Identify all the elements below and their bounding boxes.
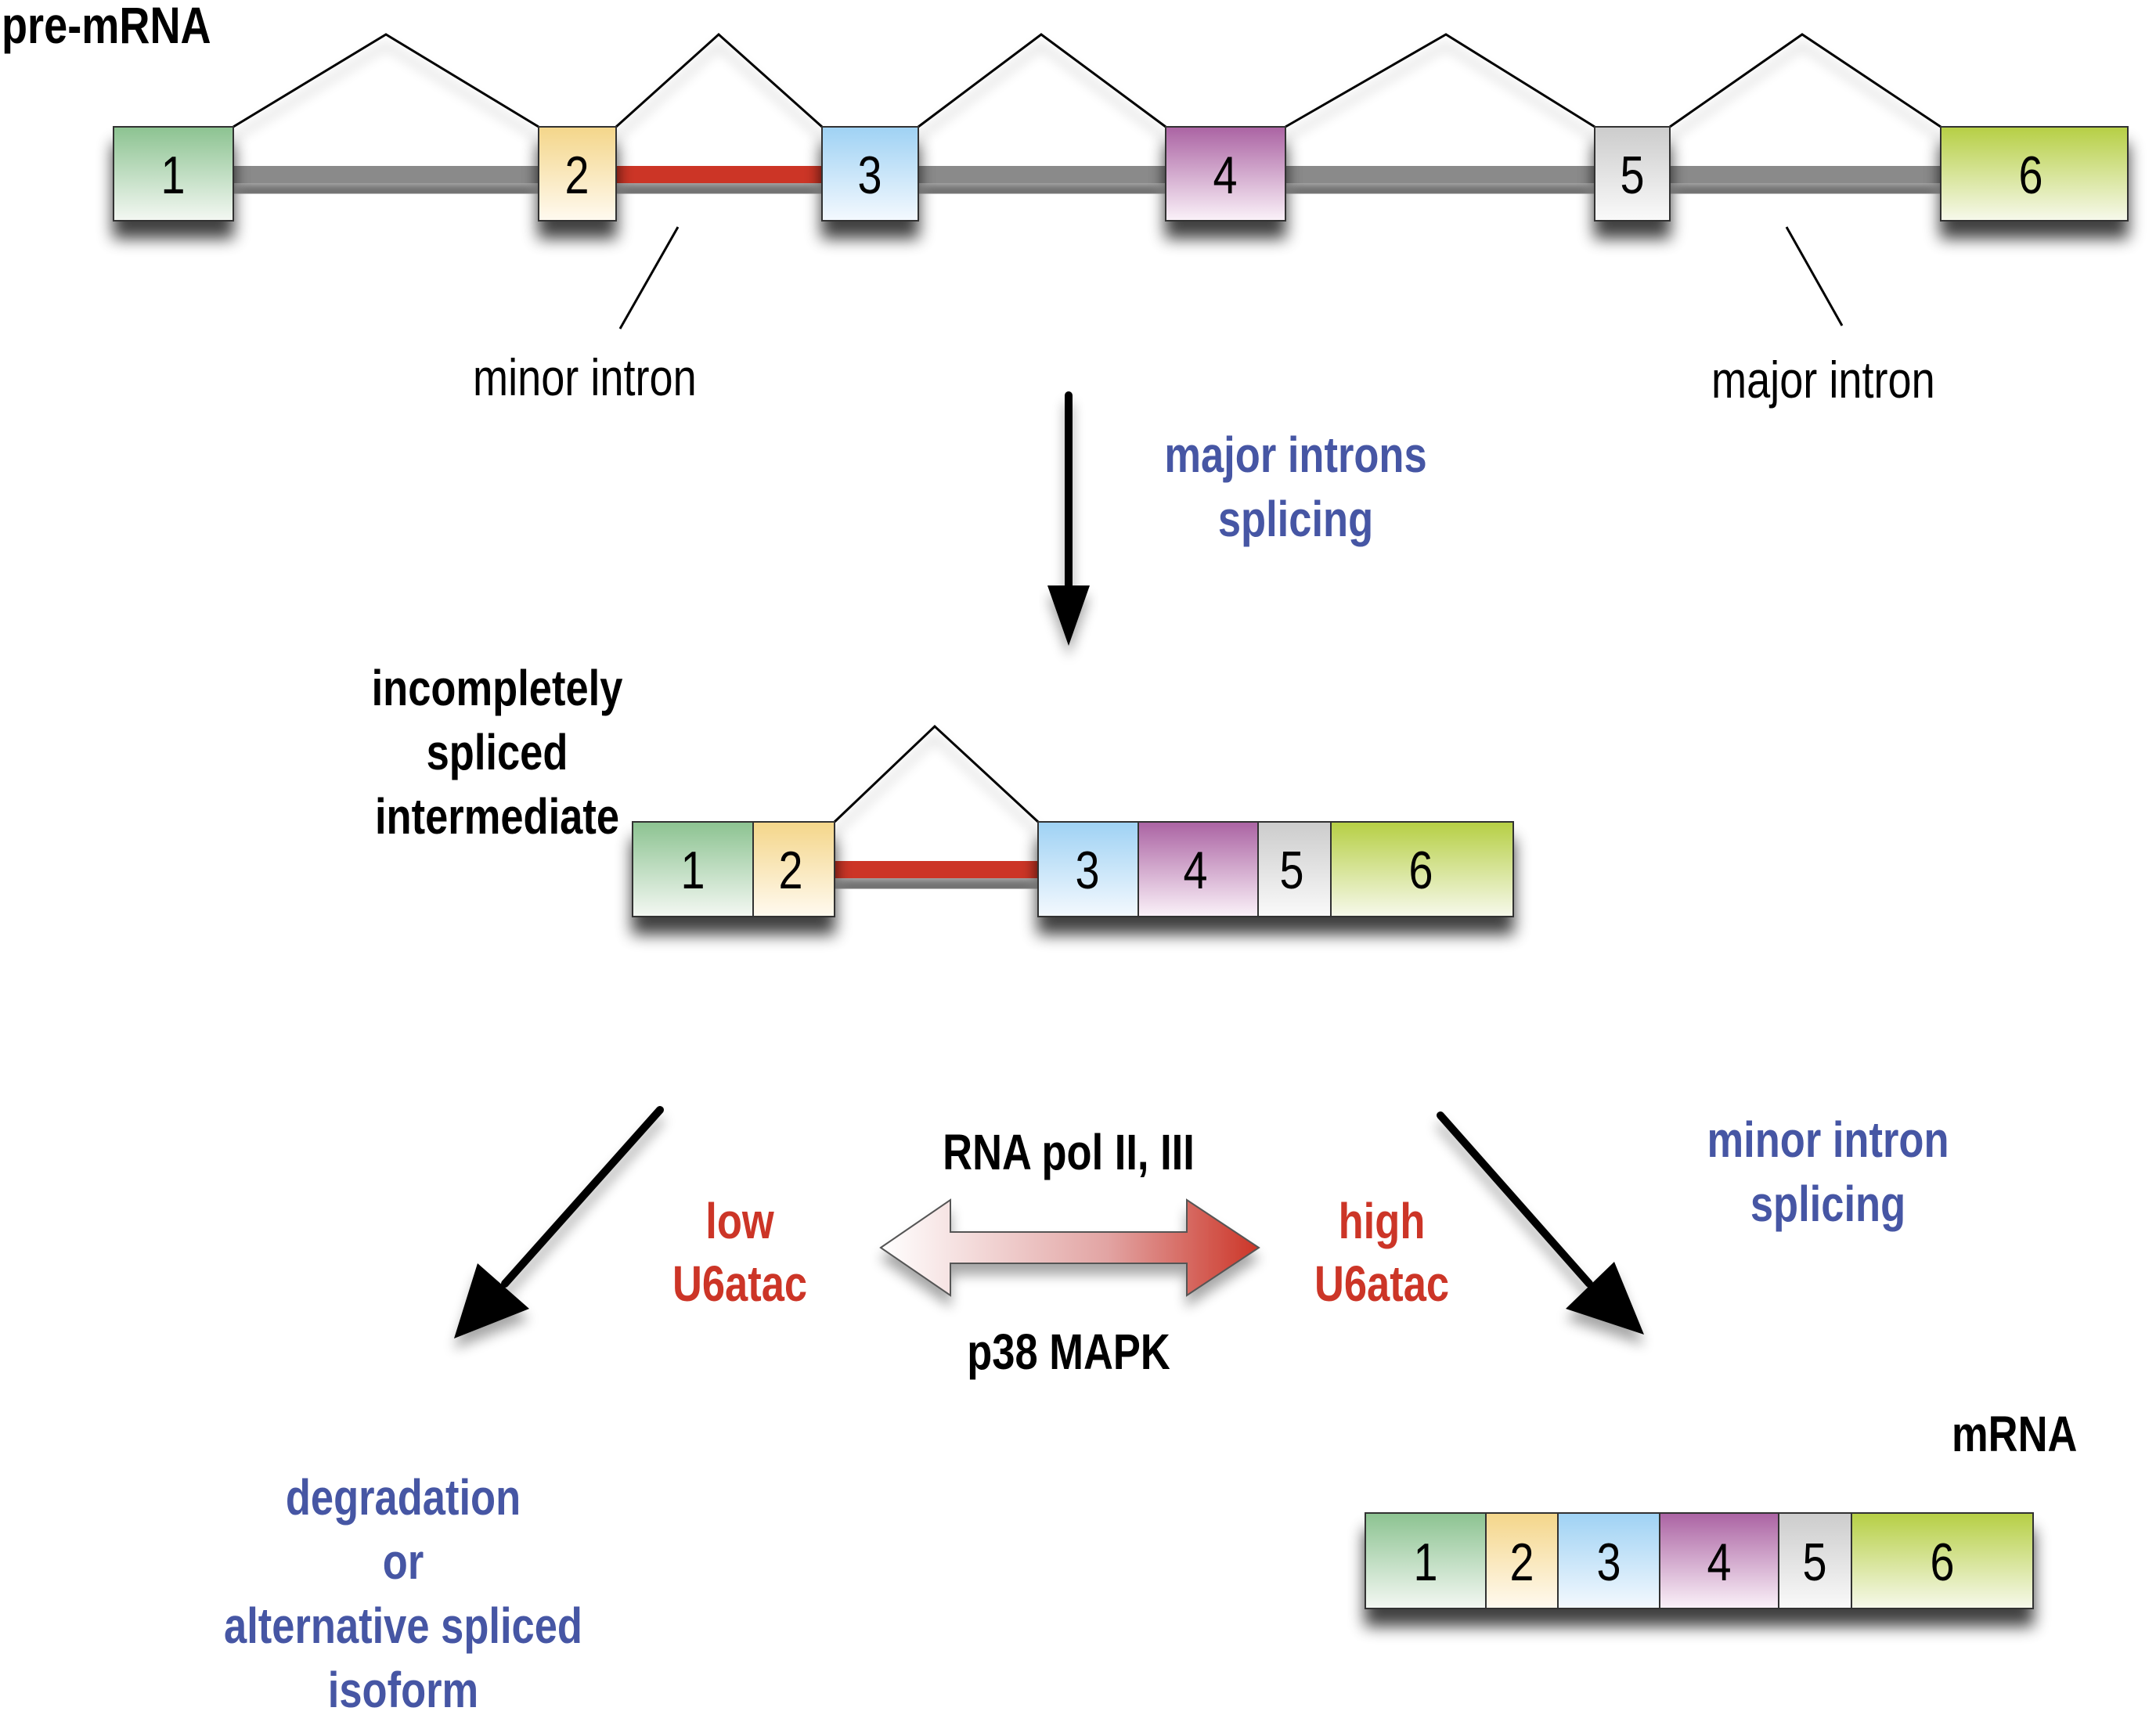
int-exon-2-label: 2 [778, 841, 802, 900]
intermediate-splice-arc [833, 724, 1040, 823]
pre-exon-4 [1165, 126, 1286, 222]
pre-exon-5 [1594, 126, 1671, 222]
int-exon-1-label: 1 [680, 841, 705, 900]
minor-intron-label: minor intron [473, 348, 697, 406]
pre-mrna-splice-lines [233, 32, 1941, 128]
minor-intron-splicing-line1: minor intron [1707, 1111, 1949, 1168]
pre-exon-2-label: 2 [564, 146, 589, 205]
splice-arc-4-5 [1285, 33, 1595, 128]
major-splicing-arrow [1047, 391, 1090, 646]
pre-exon-4-label: 4 [1213, 146, 1237, 205]
pre-exon-2 [538, 126, 617, 222]
mrna-exon-4-label: 4 [1707, 1533, 1731, 1592]
pre-exon-6 [1940, 126, 2129, 222]
int-exon-2 [752, 821, 835, 917]
pre-exon-1-label: 1 [160, 146, 185, 205]
low-u6atac: U6atac [672, 1255, 808, 1312]
mrna-exons [1365, 1512, 2034, 1609]
pre-exon-3-label: 3 [857, 146, 882, 205]
major-introns-splicing-line1: major introns [1164, 427, 1427, 483]
intermediate-title: incompletely spliced intermediate [258, 656, 736, 848]
pre-exon-5-label: 5 [1620, 146, 1644, 205]
splice-arc-5-6 [1669, 33, 1941, 128]
pre-mrna-exons [113, 126, 2129, 222]
major-introns-splicing-label: major introns splicing [1112, 423, 1480, 551]
minor-intron-leader-line [618, 226, 680, 330]
int-exon-6 [1330, 821, 1514, 917]
u6atac-level-double-arrow [879, 1198, 1260, 1297]
intermediate-title-line2: intermediate [374, 788, 620, 845]
intermediate-title-line1: incompletely spliced [371, 660, 623, 780]
minor-intron-splicing-label: minor intron splicing [1660, 1108, 1996, 1236]
pre-mrna-title: pre-mRNA [2, 0, 211, 54]
mrna-exon-6-label: 6 [1930, 1533, 1954, 1592]
minor-intron-splicing-line2: splicing [1750, 1176, 1906, 1232]
pre-exon-6-label: 6 [2018, 146, 2042, 205]
degradation-arrow [454, 1106, 664, 1338]
major-intron-1 [233, 166, 539, 183]
splice-arc-1-2 [233, 33, 539, 128]
pre-exon-3 [821, 126, 919, 222]
major-intron-leader-line [1785, 226, 1844, 326]
minor-intron [616, 166, 822, 183]
mrna-exon-3-label: 3 [1596, 1533, 1621, 1592]
low-u6atac-label: low U6atac [626, 1190, 853, 1315]
mrna-exon-5 [1778, 1512, 1852, 1609]
int-exon-5 [1257, 821, 1332, 917]
or-label: or [382, 1533, 424, 1590]
int-exon-5-label: 5 [1279, 841, 1303, 900]
int-exon-3-label: 3 [1075, 841, 1099, 900]
intermediate-minor-intron [835, 861, 1038, 878]
major-intron-5 [1670, 166, 1941, 183]
high-u6atac-label: high U6atac [1268, 1190, 1495, 1315]
mrna-exon-6 [1851, 1512, 2034, 1609]
int-exon-4-label: 4 [1183, 841, 1207, 900]
mrna-exon-1 [1365, 1512, 1487, 1609]
outcome-left-label: degradation or alternative spliced isofo… [86, 1465, 720, 1722]
mrna-exon-1-label: 1 [1413, 1533, 1437, 1592]
int-exon-3 [1037, 821, 1139, 917]
int-exon-6-label: 6 [1408, 841, 1433, 900]
mrna-exon-3 [1557, 1512, 1660, 1609]
high-label: high [1338, 1193, 1426, 1249]
splice-arc-3-4 [918, 33, 1166, 128]
int-exon-4 [1137, 821, 1259, 917]
mrna-title: mRNA [1952, 1406, 2078, 1462]
mrna-exon-2-label: 2 [1509, 1533, 1534, 1592]
pre-mrna-introns [233, 166, 1941, 183]
mrna-exon-5-label: 5 [1802, 1533, 1826, 1592]
diagram-canvas: 1 2 3 4 5 6 1 2 3 4 5 6 1 2 3 4 5 6 [113, 32, 2129, 1609]
rna-pol-label: RNA pol II, III [943, 1124, 1195, 1180]
high-u6atac: U6atac [1314, 1255, 1450, 1312]
major-intron-label: major intron [1711, 351, 1935, 409]
low-label: low [705, 1193, 774, 1249]
alternative-isoform-label: alternative spliced isoform [224, 1598, 582, 1718]
degradation-label: degradation [285, 1469, 521, 1526]
minor-splicing-arrow [1437, 1111, 1644, 1335]
p38-mapk-label: p38 MAPK [967, 1324, 1170, 1380]
major-introns-splicing-line2: splicing [1217, 491, 1374, 547]
major-intron-4 [1285, 166, 1595, 183]
intermediate-exons [632, 821, 1514, 917]
major-intron-3 [918, 166, 1166, 183]
mrna-exon-2 [1485, 1512, 1559, 1609]
pre-exon-1 [113, 126, 234, 222]
splice-arc-2-3 [615, 32, 823, 128]
